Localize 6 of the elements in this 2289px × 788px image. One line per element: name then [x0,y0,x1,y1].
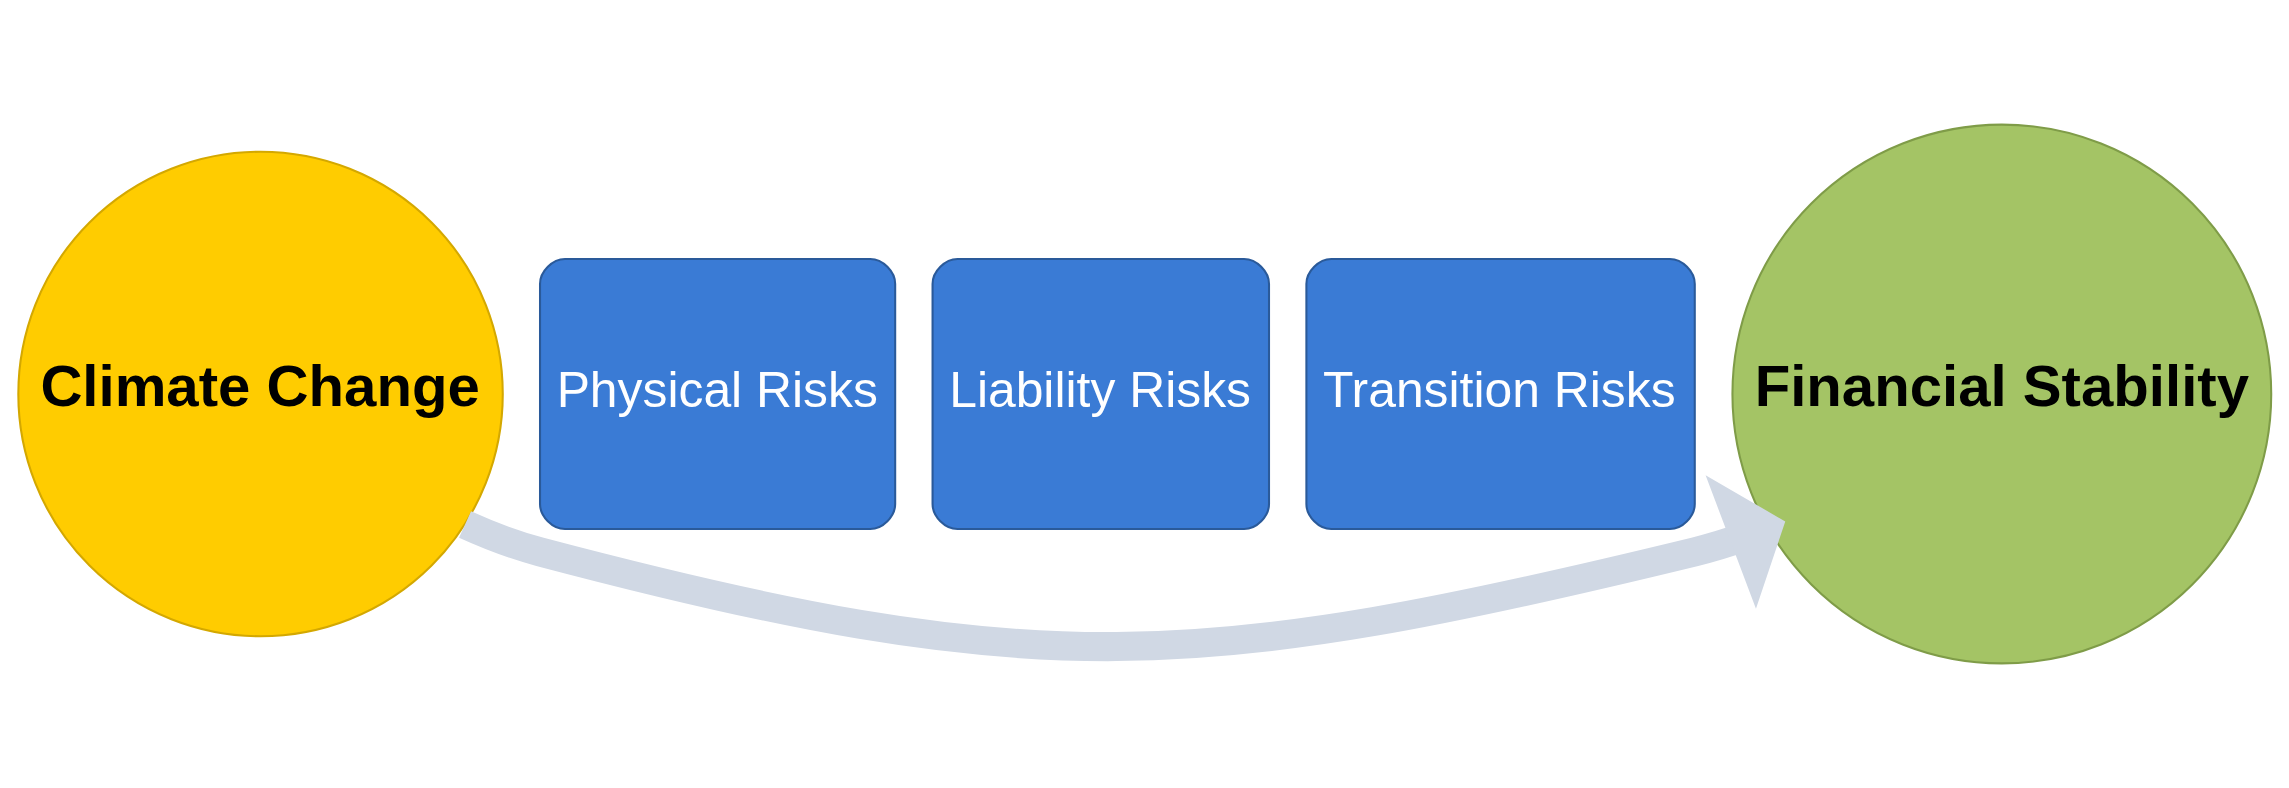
node-box: Physical Risks [538,257,896,531]
node-box: Transition Risks [1304,257,1696,531]
node-box: Liability Risks [931,257,1270,531]
node-circle: Financial Stability [1730,123,2272,665]
arrow [458,475,1785,661]
node-circle: Climate Change [16,150,504,638]
